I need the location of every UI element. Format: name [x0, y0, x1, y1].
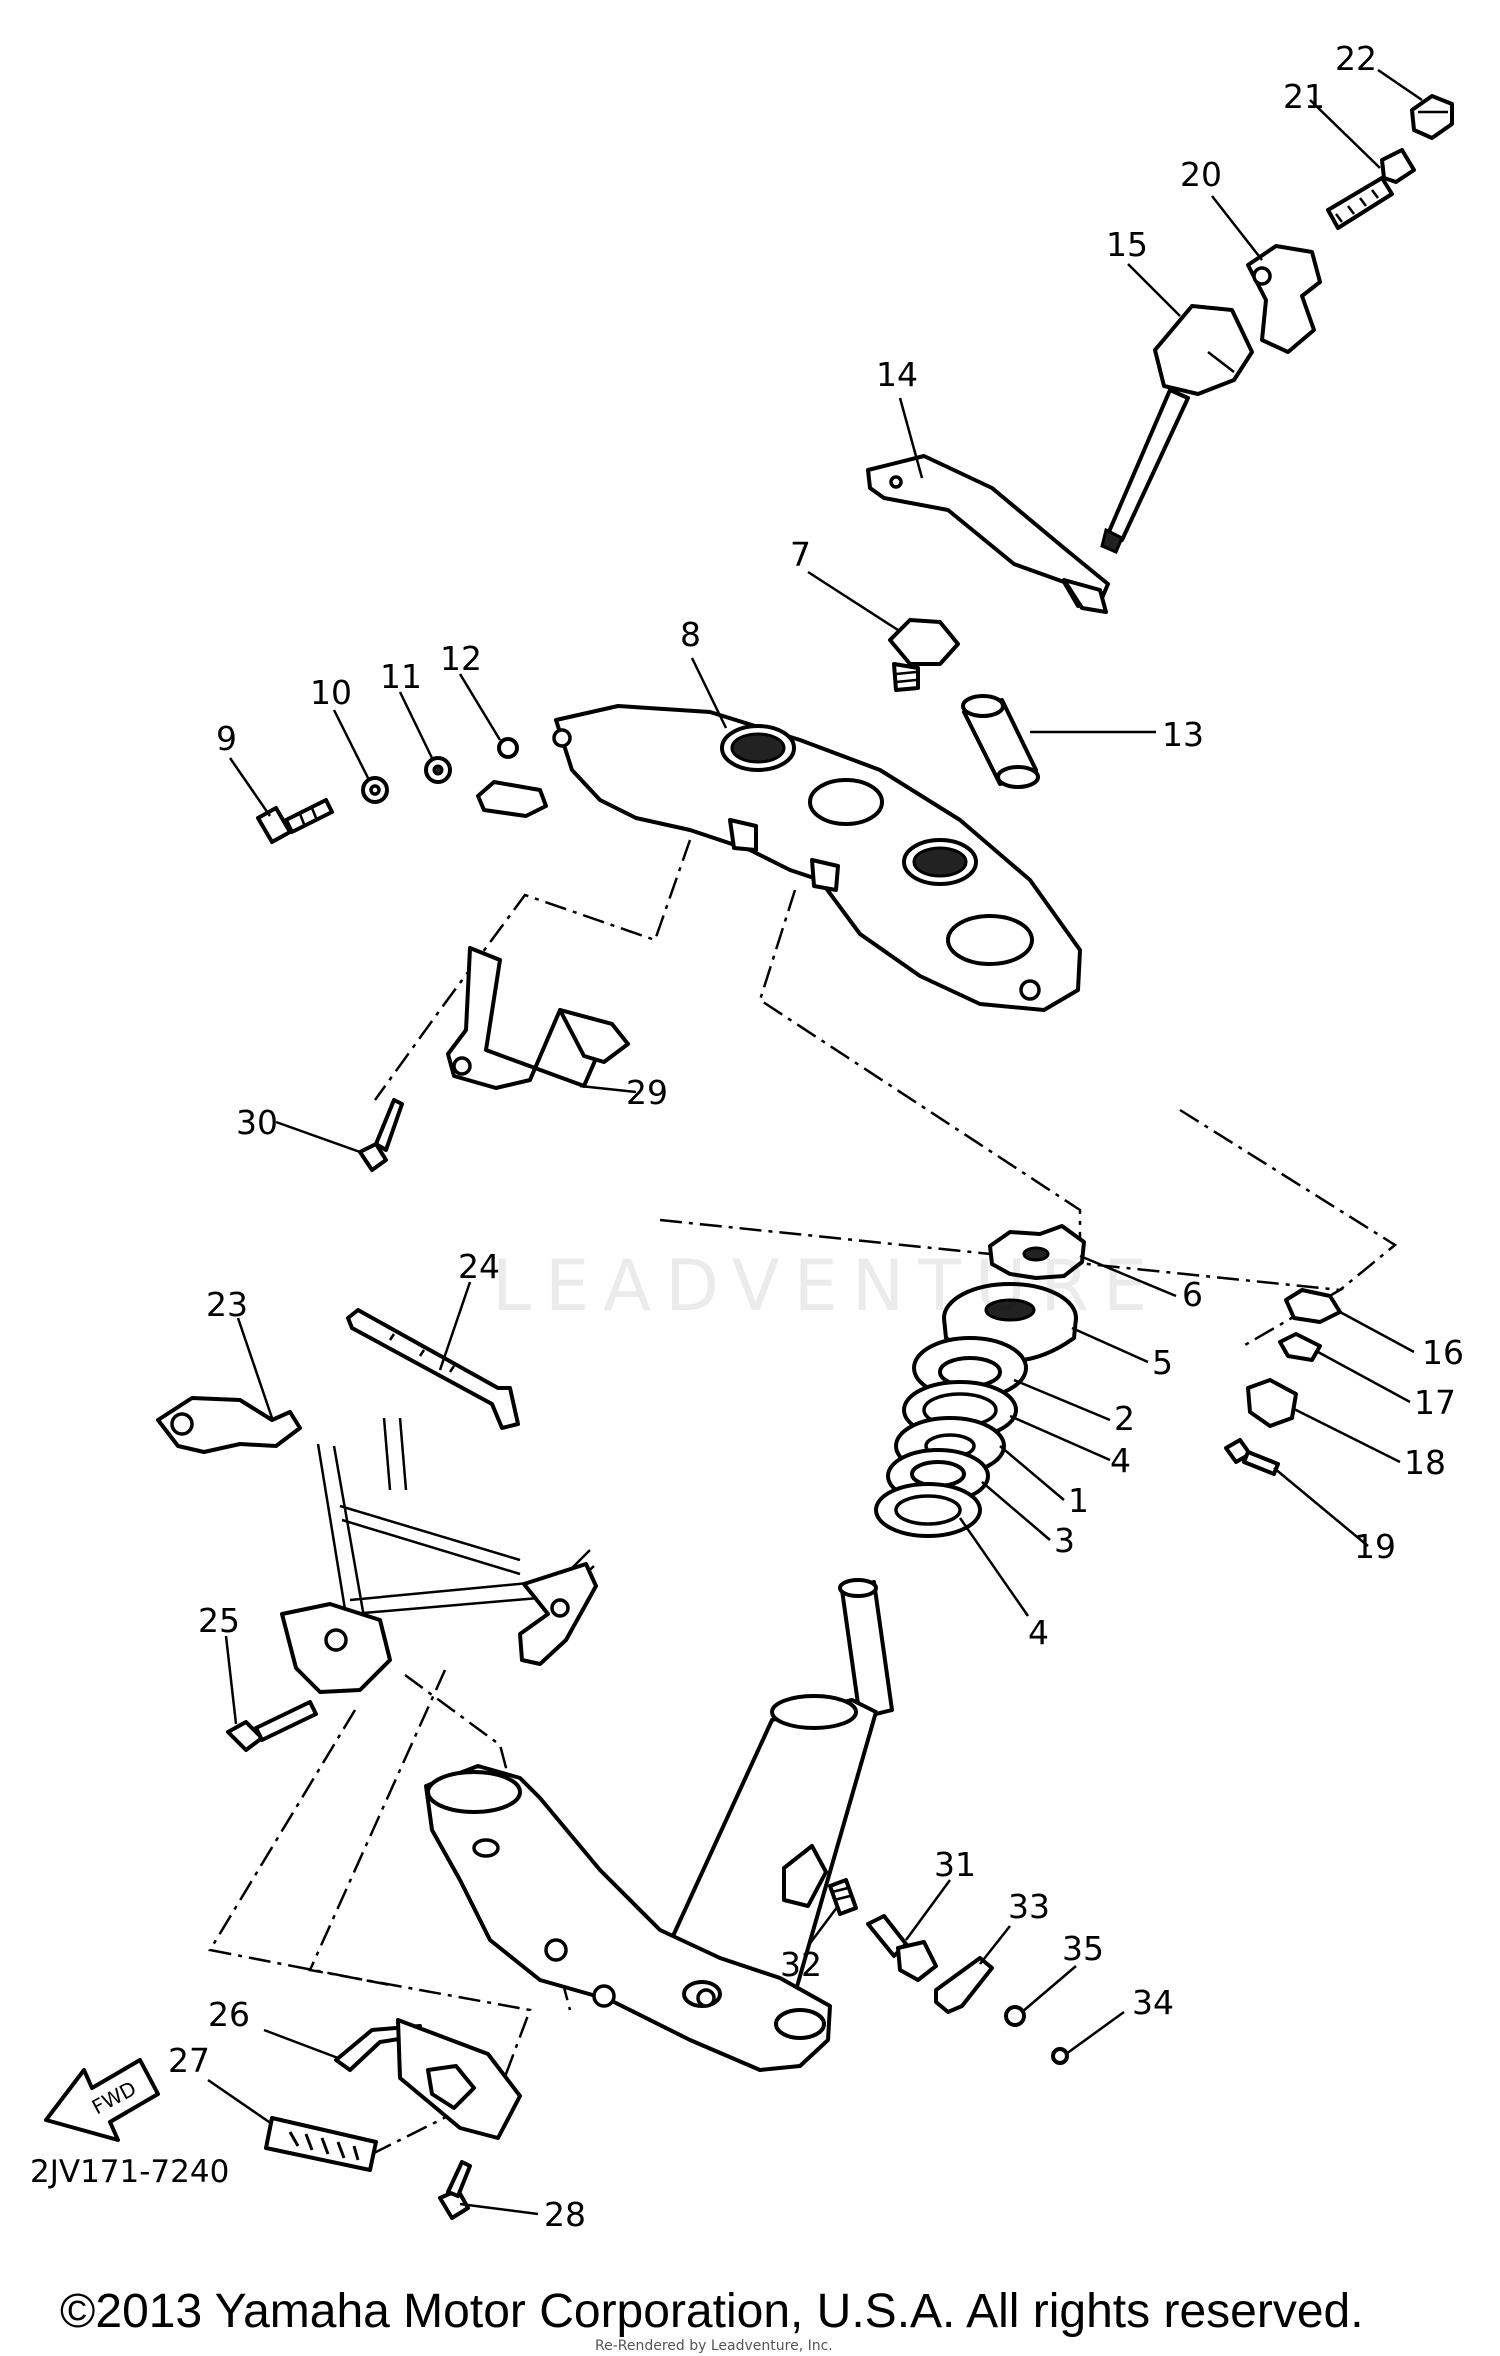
steering-stem-under-bracket: [424, 1578, 894, 2072]
label-16: 16: [1422, 1333, 1464, 1372]
part-10-washer: [361, 776, 389, 804]
label-1: 1: [1068, 1481, 1089, 1520]
label-24: 24: [458, 1247, 500, 1286]
label-14: 14: [876, 355, 918, 394]
label-21: 21: [1283, 77, 1325, 116]
label-8: 8: [680, 615, 701, 654]
label-19: 19: [1354, 1527, 1396, 1566]
part-33-plate: [934, 1956, 994, 2014]
label-27: 27: [168, 2041, 210, 2080]
label-9: 9: [216, 719, 237, 758]
label-30: 30: [236, 1103, 278, 1142]
part-11-washer: [424, 756, 452, 784]
reference-code: 2JV171-7240: [30, 2154, 230, 2190]
part-28-screw: [438, 2160, 472, 2220]
label-4-lower: 4: [1028, 1613, 1049, 1652]
rebuild-note: Re-Rendered by Leadventure, Inc.: [595, 2338, 833, 2354]
part-8-upper-bracket: [552, 704, 1082, 1012]
label-2: 2: [1114, 1399, 1135, 1438]
part-18-holder: [1246, 1378, 1298, 1428]
label-18: 18: [1404, 1443, 1446, 1482]
part-26-clip: [334, 2018, 522, 2140]
part-13-collar: [961, 694, 1040, 789]
part-23-stay: [156, 1396, 598, 1694]
part-14-bracket: [866, 454, 1110, 614]
label-10: 10: [310, 673, 352, 712]
label-34: 34: [1132, 1983, 1174, 2022]
label-31: 31: [934, 1845, 976, 1884]
part-34-screw: [1051, 2047, 1069, 2065]
label-5: 5: [1152, 1343, 1173, 1382]
leader-lines: [207, 68, 1423, 2216]
part-21-bolt: [1326, 148, 1416, 230]
label-20: 20: [1180, 155, 1222, 194]
part-29-bracket: [446, 946, 630, 1090]
copyright-notice: ©2013 Yamaha Motor Corporation, U.S.A. A…: [60, 2285, 1364, 2338]
part-32-spring: [828, 1878, 858, 1916]
label-32: 32: [780, 1945, 822, 1984]
label-13: 13: [1162, 715, 1204, 754]
part-7-steering-stem-nut: [888, 618, 960, 692]
part-27-label: [264, 2116, 378, 2172]
part-35-washer: [1004, 2005, 1026, 2027]
part-5-cover: [942, 1282, 1078, 1363]
part-22-nut: [1410, 94, 1454, 140]
label-26: 26: [208, 1995, 250, 2034]
part-15-handlebar-lower-holder: [1100, 304, 1254, 554]
fwd-arrow-icon: FWD: [44, 2058, 160, 2142]
part-9-bolt: [256, 798, 334, 844]
label-23: 23: [206, 1285, 248, 1324]
part-24-band: [346, 1308, 520, 1430]
part-4-ball-lower: [874, 1482, 982, 1538]
label-4-upper: 4: [1110, 1441, 1131, 1480]
part-31-screw: [866, 1914, 938, 1982]
label-17: 17: [1414, 1383, 1456, 1422]
label-11: 11: [380, 657, 422, 696]
label-29: 29: [626, 1073, 668, 1112]
label-12: 12: [440, 639, 482, 678]
part-30-screw: [358, 1098, 404, 1172]
label-15: 15: [1106, 225, 1148, 264]
part-20-handlebar-upper-holder: [1246, 244, 1322, 354]
watermark: LEADVENTURE: [492, 1245, 1162, 1327]
label-6: 6: [1182, 1275, 1203, 1314]
label-22: 22: [1335, 39, 1377, 78]
label-7: 7: [790, 535, 811, 574]
part-6-ring-nut: [988, 1224, 1086, 1280]
label-25: 25: [198, 1601, 240, 1640]
part-19-screw: [1224, 1438, 1280, 1476]
part-17-clip: [1278, 1332, 1322, 1362]
label-35: 35: [1062, 1929, 1104, 1968]
label-3: 3: [1054, 1521, 1075, 1560]
part-25-bolt: [226, 1700, 318, 1752]
label-33: 33: [1008, 1887, 1050, 1926]
label-28: 28: [544, 2195, 586, 2234]
part-12-clamp: [476, 737, 548, 818]
callout-labels: 22 21 20 15 14 7 8 9 10 11 12 13 29 30 6…: [168, 39, 1464, 2234]
